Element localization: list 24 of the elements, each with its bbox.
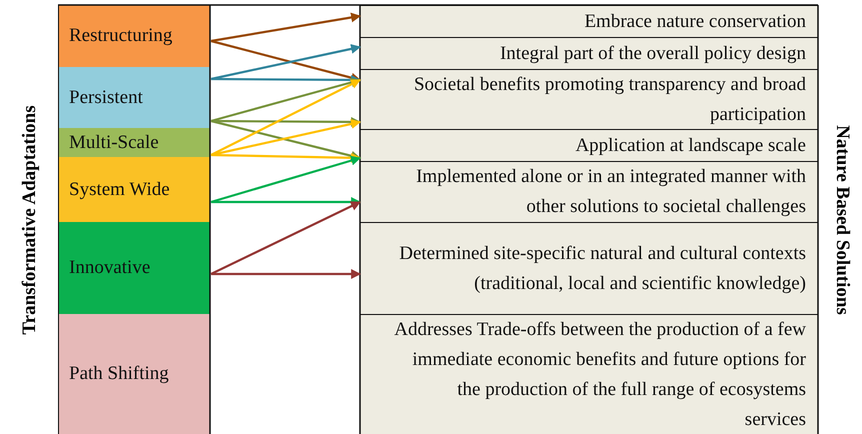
arrow xyxy=(211,269,361,279)
arrow xyxy=(211,197,361,207)
statement-box: Addresses Trade-offs between the production of a few immediate economic benefits and future options for the production of the full range of ecosystems services xyxy=(360,314,818,434)
column-heading: Nature Based Solutions xyxy=(831,125,853,315)
category-box: System Wide xyxy=(58,157,210,222)
statement-box: Application at landscape scale xyxy=(360,129,818,161)
statement-box: Integral part of the overall policy design xyxy=(360,37,818,69)
category-box: Multi-Scale xyxy=(58,128,210,157)
arrow xyxy=(210,156,361,204)
arrow xyxy=(210,201,361,275)
category-box: Innovative xyxy=(58,222,210,314)
statement-box: Societal benefits promoting transparency and broad participation xyxy=(360,69,818,129)
category-box: Persistent xyxy=(58,67,210,128)
arrow xyxy=(210,12,361,42)
category-box: Restructuring xyxy=(58,5,210,67)
category-box: Path Shifting xyxy=(58,314,210,434)
arrow xyxy=(210,152,361,163)
statement-box: Determined site-specific natural and cultural contexts (traditional, local and scientific knowledge) xyxy=(360,222,818,314)
statement-box: Embrace nature conservation xyxy=(360,5,818,37)
arrow xyxy=(210,78,361,122)
arrow xyxy=(211,117,361,127)
arrow xyxy=(210,79,361,156)
column-heading: Transformative Adaptations xyxy=(19,105,41,335)
statement-box: Implemented alone or in an integrated manner with other solutions to societal challenges xyxy=(360,161,818,222)
